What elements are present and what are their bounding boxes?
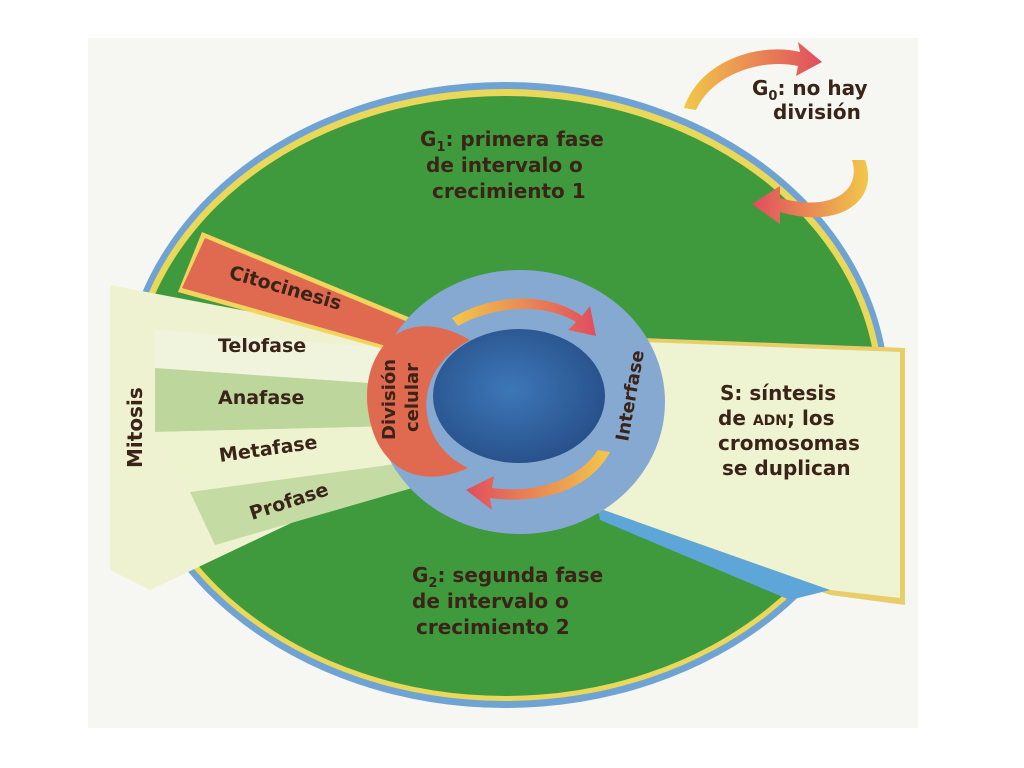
g0-label-line1: G0: no hay: [752, 76, 868, 104]
g2-label-line2: de intervalo o: [412, 589, 569, 613]
g1-label-line3: crecimiento 1: [432, 179, 586, 203]
citocinesis-wedge: [182, 238, 437, 358]
g2-label-line3: crecimiento 2: [416, 615, 570, 639]
s-wedge-blue-edge: [598, 508, 830, 600]
inner-arrow-bottom-icon: [466, 450, 610, 510]
profase-strip: [190, 458, 440, 545]
phase-label-telofase: Telofase: [218, 335, 306, 357]
s-label-line1: S: síntesis: [720, 381, 836, 405]
s-label-line2: de ADN; los: [718, 406, 835, 430]
division-celular-line2: celular: [402, 363, 423, 432]
s-label-line4: se duplican: [722, 456, 851, 480]
phase-label-anafase: Anafase: [218, 387, 304, 409]
mitosis-label: Mitosis: [123, 387, 147, 468]
g0-label-line2: división: [773, 100, 861, 124]
division-celular-crescent: [366, 326, 470, 477]
nucleus: [433, 329, 605, 463]
g0-arrow-out-icon: [684, 42, 822, 110]
metafase-strip: [155, 425, 440, 492]
s-label-line3: cromosomas: [718, 431, 860, 455]
g1-label-line1: G1: primera fase: [420, 127, 604, 155]
inner-arrow-top-icon: [452, 298, 596, 336]
division-celular-line1: División: [379, 359, 400, 440]
s-wedge: [592, 340, 900, 598]
g0-arrow-in-icon: [752, 160, 869, 224]
g2-label-line1: G2: segunda fase: [412, 563, 603, 591]
g1-label-line2: de intervalo o: [426, 153, 583, 177]
